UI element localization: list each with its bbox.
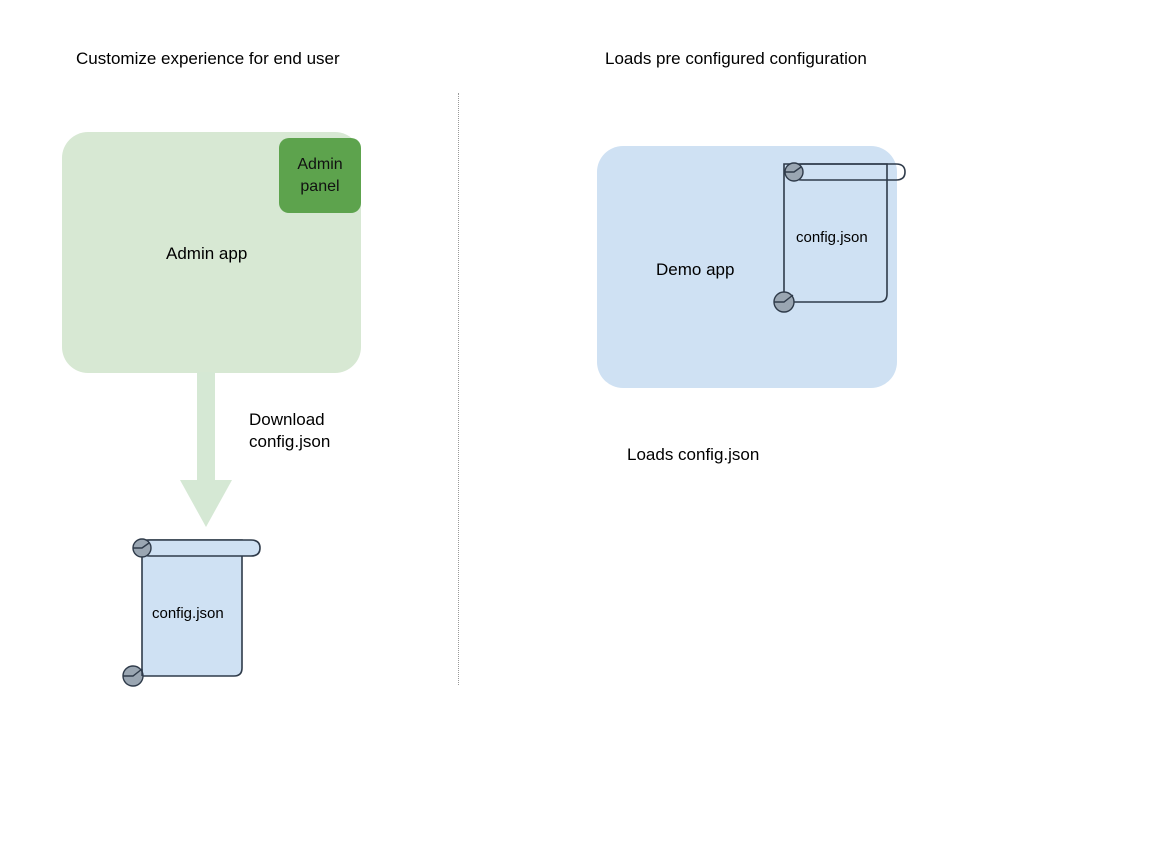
document-body-right: [783, 163, 888, 303]
document-scroll-shape-left: [122, 538, 261, 687]
document-bottom-curl-knob-line-left: [123, 668, 143, 677]
document-top-curl-left: [140, 539, 261, 557]
arrow-polygon: [180, 372, 232, 527]
config-json-label-right: config.json: [796, 229, 868, 246]
document-top-curl-knob-line-right: [785, 166, 802, 173]
admin-panel-label-line2: panel: [300, 177, 340, 195]
download-label-line2: config.json: [249, 432, 331, 451]
document-top-curl-right: [792, 163, 906, 181]
left-column-heading: Customize experience for end user: [76, 49, 340, 68]
vertical-dotted-divider: [458, 93, 459, 685]
config-json-document-left: [120, 528, 270, 688]
download-config-label: Download config.json: [249, 409, 330, 453]
admin-app-label: Admin app: [166, 244, 248, 263]
document-scroll-shape-right: [773, 162, 906, 313]
demo-app-label: Demo app: [656, 260, 735, 279]
right-column-heading: Loads pre configured configuration: [605, 49, 867, 68]
document-body-left: [141, 539, 243, 677]
config-json-document-right: [772, 152, 922, 313]
admin-panel-chip[interactable]: Admin panel: [279, 138, 361, 213]
download-arrow-shape: [180, 372, 232, 527]
document-top-curl-knob-line-left: [133, 542, 150, 549]
document-bottom-curl-knob-line-right: [774, 294, 794, 303]
config-json-label-left: config.json: [152, 605, 224, 622]
admin-panel-label: Admin panel: [297, 154, 342, 198]
download-label-line1: Download: [249, 410, 325, 429]
loads-config-json-caption: Loads config.json: [627, 445, 760, 464]
admin-panel-label-line1: Admin: [297, 155, 343, 173]
download-arrow: [180, 372, 232, 527]
demo-app-box: [597, 146, 897, 388]
